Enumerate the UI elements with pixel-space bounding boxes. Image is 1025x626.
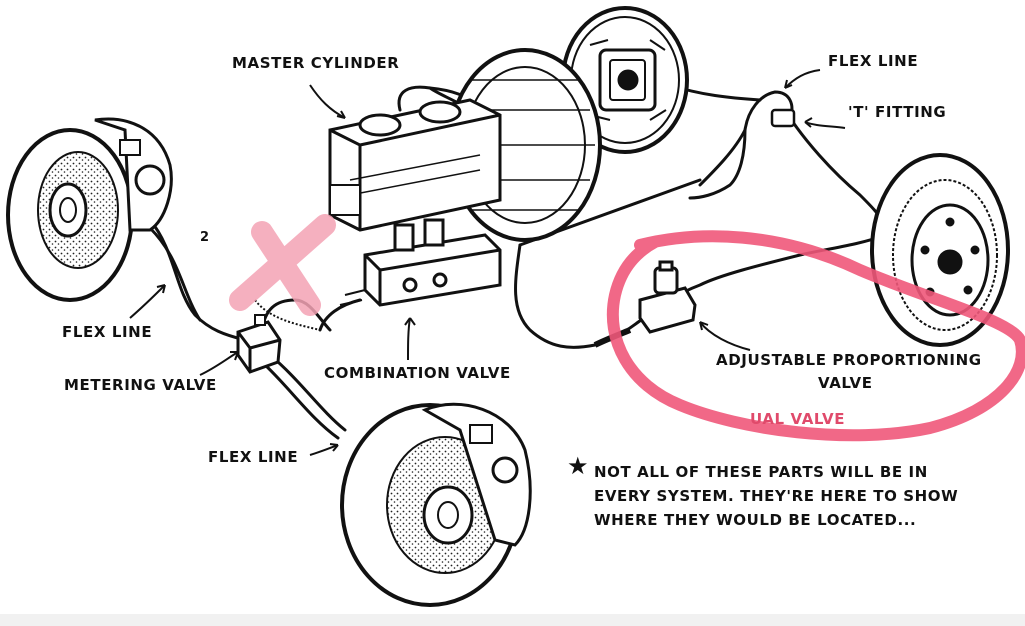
- label-master-cylinder: MASTER CYLINDER: [232, 54, 400, 72]
- disc-brake-left: [6, 117, 173, 302]
- leader-arrows: [129, 69, 846, 456]
- footnote-line-2: EVERY SYSTEM. THEY'RE HERE TO SHOW: [594, 487, 959, 505]
- disc-brake-bottom: [340, 402, 532, 607]
- footnote-line-1: NOT ALL OF THESE PARTS WILL BE IN: [594, 463, 928, 481]
- metering-valve-part: [236, 314, 282, 374]
- label-adjustable-proportioning: ADJUSTABLE PROPORTIONING: [716, 351, 982, 369]
- proportioning-valve-part: [593, 260, 697, 348]
- redaction-mark: [229, 214, 336, 316]
- master-cylinder-body: [328, 98, 502, 232]
- bottom-divider: [0, 614, 1025, 626]
- label-t-fitting: 'T' FITTING: [848, 103, 947, 121]
- label-flex-line-left: FLEX LINE: [62, 323, 153, 341]
- rear-drum-right: [870, 153, 1010, 347]
- footnote: NOT ALL OF THESE PARTS WILL BE IN EVERY …: [594, 460, 958, 532]
- combination-valve-part: [339, 218, 502, 307]
- label-flex-line-top-right: FLEX LINE: [828, 52, 919, 70]
- footnote-line-3: WHERE THEY WOULD BE LOCATED...: [594, 511, 917, 529]
- label-combination-valve: COMBINATION VALVE: [324, 364, 511, 382]
- t-fitting-part: [770, 108, 796, 128]
- label-metering-valve: METERING VALVE: [64, 376, 217, 394]
- label-dual-valve-partial: UAL VALVE: [750, 410, 846, 428]
- star-icon: ★: [567, 452, 589, 480]
- label-flex-line-bottom: FLEX LINE: [208, 448, 299, 466]
- label-stray-text: 2: [200, 230, 210, 245]
- label-adjustable-proportioning-valve: VALVE: [818, 374, 873, 392]
- highlight-circle: [606, 230, 1025, 442]
